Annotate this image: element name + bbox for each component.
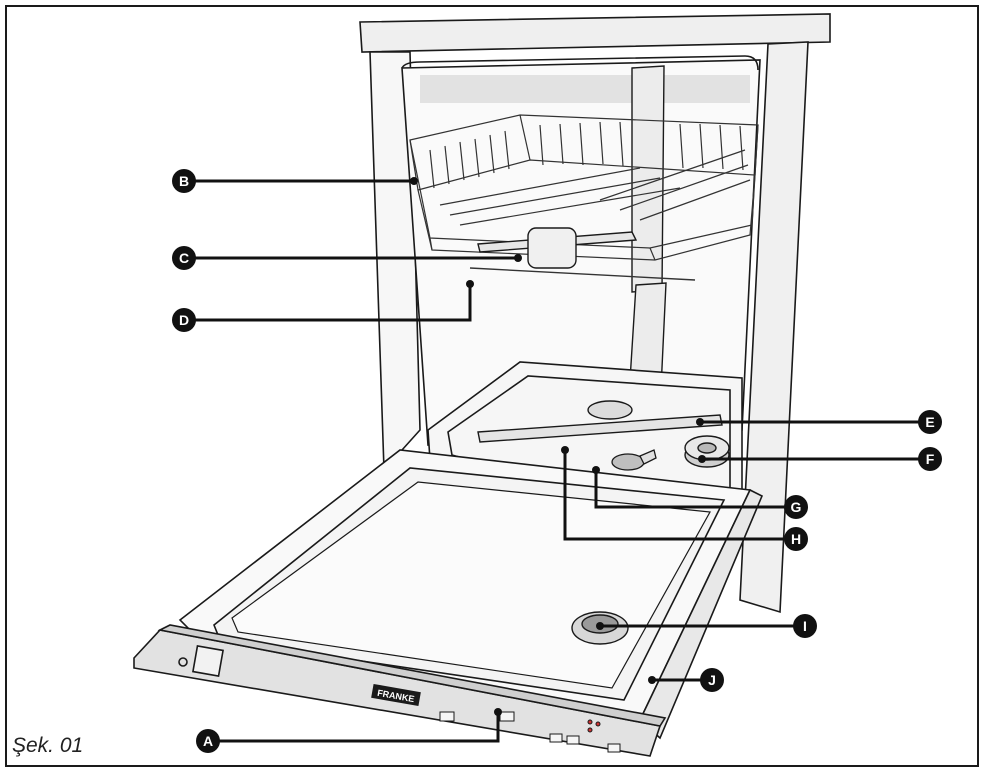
callout-label-a: A [203, 733, 213, 749]
callout-a: A [196, 729, 220, 753]
callout-label-b: B [179, 173, 189, 189]
callout-label-h: H [791, 531, 801, 547]
callout-label-e: E [925, 414, 934, 430]
callout-c: C [172, 246, 196, 270]
callout-label-g: G [791, 499, 802, 515]
callout-j: J [700, 668, 724, 692]
callout-label-j: J [708, 672, 716, 688]
callout-h: H [784, 527, 808, 551]
callout-label-c: C [179, 250, 189, 266]
callout-label-d: D [179, 312, 189, 328]
callout-d: D [172, 308, 196, 332]
salt-cap [685, 436, 729, 467]
callout-g: G [784, 495, 808, 519]
callout-b: B [172, 169, 196, 193]
callout-label-i: I [803, 618, 807, 634]
callout-e: E [918, 410, 942, 434]
callout-i: I [793, 614, 817, 638]
callout-f: F [918, 447, 942, 471]
figure-caption: Şek. 01 [12, 734, 83, 758]
callout-label-f: F [926, 451, 935, 467]
